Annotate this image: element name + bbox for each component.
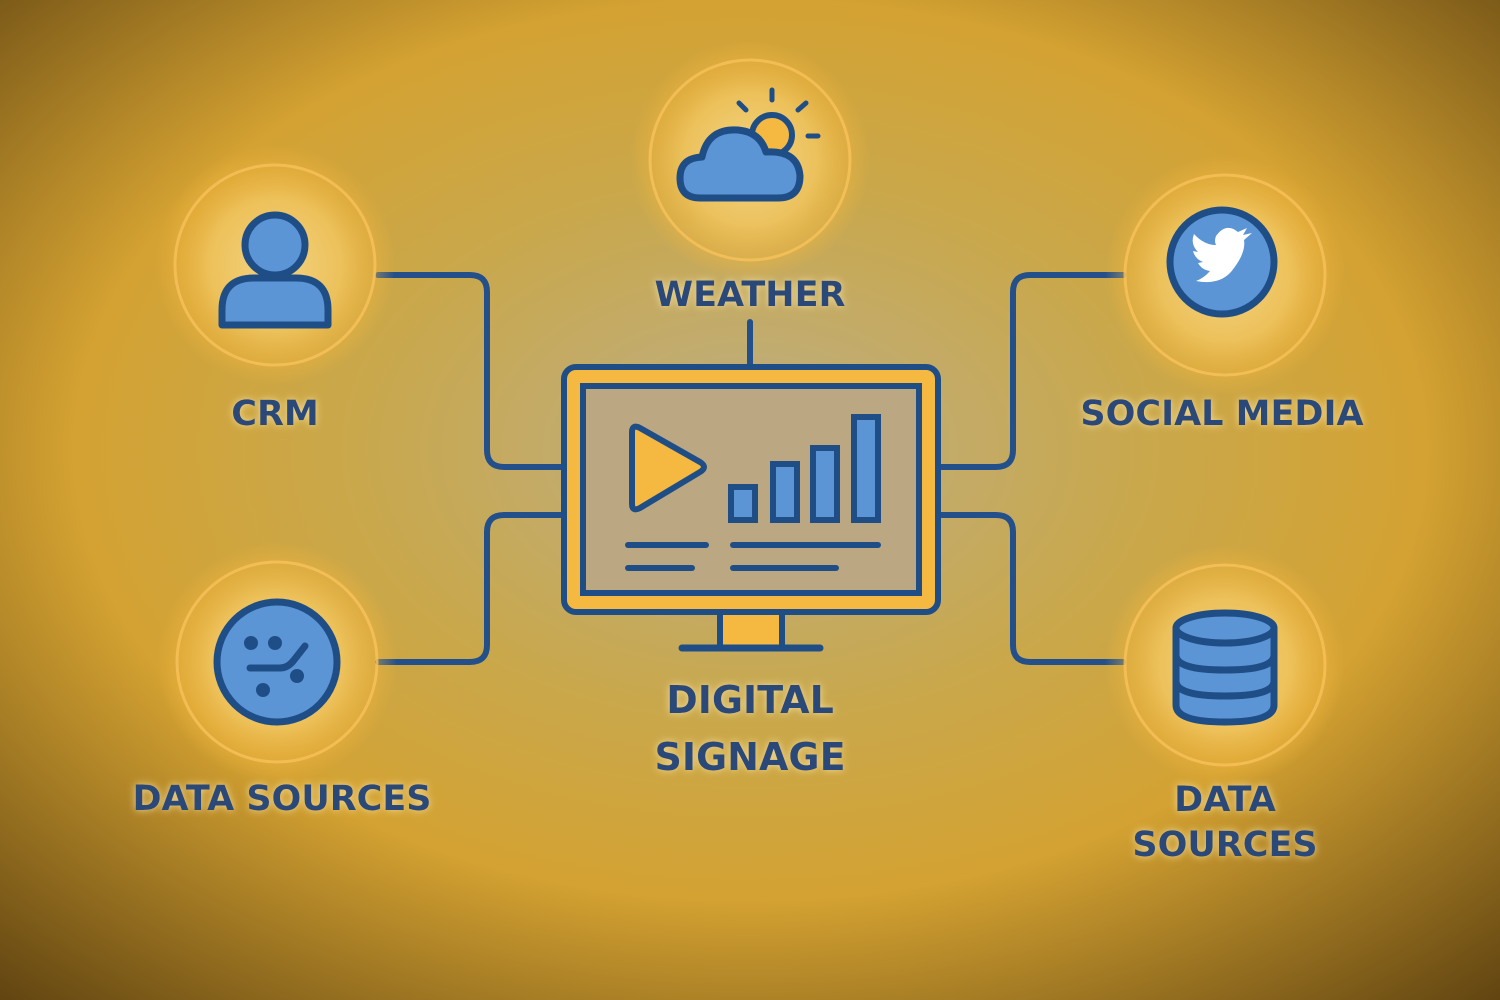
node-label-line2: SOURCES [1132,825,1317,865]
node-label: DATA SOURCES [133,779,432,819]
node-ring [173,163,377,367]
center-label-line2: SIGNAGE [654,735,845,779]
node-ring [175,560,379,764]
play-icon [629,423,707,513]
connector-crm [375,272,565,470]
monitor-stand [717,609,785,651]
node-label: WEATHER [655,275,846,315]
percent-dial-icon [213,598,341,726]
node-data-sources-left: DATA SOURCES [133,542,432,819]
node-label-line1: DATA [1174,780,1276,820]
text-lines [625,542,881,571]
connector-social [937,272,1126,470]
center-label-line1: DIGITAL [666,678,834,722]
user-icon [218,211,332,329]
monitor-icon [561,364,941,652]
connectors [375,272,1126,665]
node-label: SOCIAL MEDIA [1080,394,1363,434]
bar-chart-icon [728,414,881,523]
cloud-sun-icon [676,87,821,202]
node-weather: WEATHER [630,40,870,315]
node-social-media: SOCIAL MEDIA [1080,155,1364,434]
node-crm: CRM [155,145,395,434]
connector-data-right [937,512,1126,665]
twitter-bird-icon [1166,206,1278,318]
node-ring [1123,563,1327,767]
node-ring [1123,173,1327,377]
node-ring [648,58,852,262]
node-label: CRM [231,394,318,434]
database-icon [1172,609,1278,726]
connector-data-left [375,512,565,665]
node-data-sources-right: DATA SOURCES [1105,545,1345,865]
